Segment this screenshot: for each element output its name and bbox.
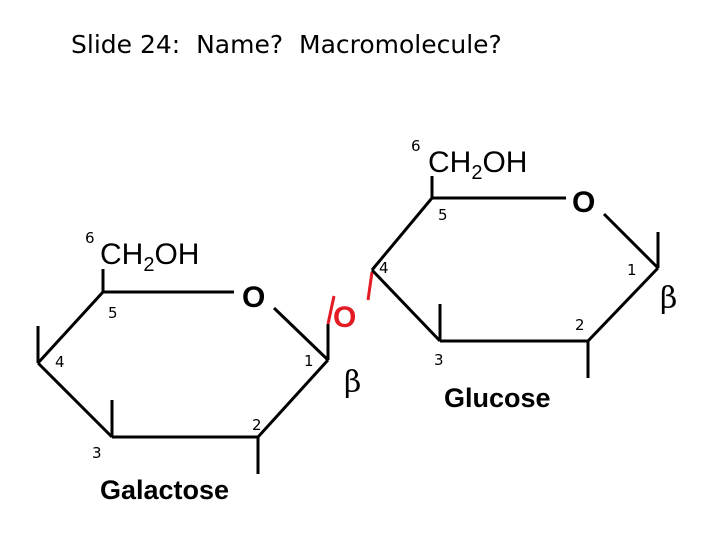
galactose-c1-number: 1 xyxy=(304,352,314,370)
galactose-name: Galactose xyxy=(100,475,229,505)
glucose-c1-number: 1 xyxy=(627,261,637,279)
galactose-c6-number: 6 xyxy=(85,229,95,247)
galactose-c4-number: 4 xyxy=(55,353,65,371)
galactose-beta-label: β xyxy=(344,365,361,400)
glucose-c4-c5-bond xyxy=(370,197,434,271)
glucose-c1-c2-bond xyxy=(586,266,660,343)
glucose-c5-number: 5 xyxy=(438,206,448,224)
glucose-c2-number: 2 xyxy=(575,316,585,334)
glucose-c3-number: 3 xyxy=(434,351,444,369)
glucose-o-c1-bond xyxy=(602,212,660,270)
galactose-c3-number: 3 xyxy=(92,444,102,462)
galactose-ring-oxygen: O xyxy=(242,281,265,314)
linkage-left-bond xyxy=(326,295,336,325)
glucose-ch2oh-label: CH2OH xyxy=(428,146,527,184)
glucose-c4-number: 4 xyxy=(379,259,389,277)
linkage-oxygen: O xyxy=(333,301,356,334)
glucose-name: Glucose xyxy=(444,383,551,413)
galactose-c4-c5-bond xyxy=(36,290,105,365)
linkage-right-bond xyxy=(366,271,374,301)
glucose-c3-c4-bond xyxy=(370,268,442,343)
galactose-ring xyxy=(36,269,330,474)
glucose-c6-number: 6 xyxy=(411,137,421,155)
glycosidic-linkage xyxy=(326,271,374,325)
glucose-beta-label: β xyxy=(660,281,677,316)
galactose-ch2oh-label: CH2OH xyxy=(100,238,199,276)
slide-title: Slide 24: Name? Macromolecule? xyxy=(71,30,502,59)
galactose-o-c1-bond xyxy=(272,306,330,362)
galactose-c2-number: 2 xyxy=(252,416,262,434)
glucose-ring-oxygen: O xyxy=(572,186,595,219)
galactose-c3-c4-bond xyxy=(36,361,114,439)
glucose-ring xyxy=(370,176,660,378)
galactose-c5-number: 5 xyxy=(108,304,118,322)
galactose-c1-c2-bond xyxy=(256,358,330,439)
